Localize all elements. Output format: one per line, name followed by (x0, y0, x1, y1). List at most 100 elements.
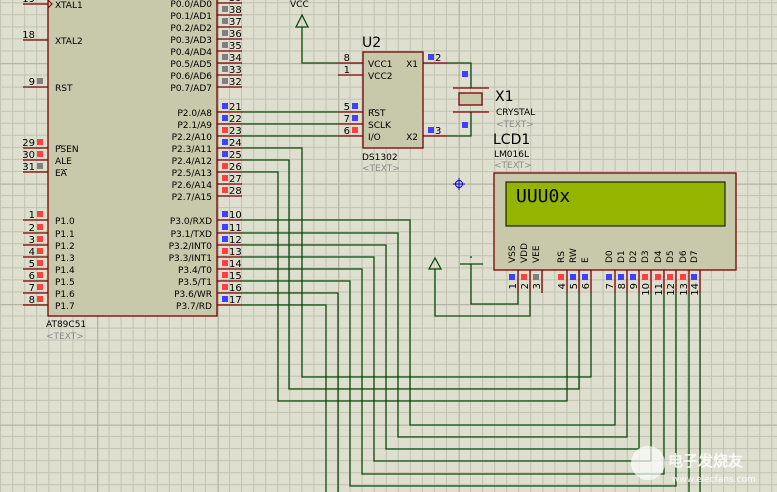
pin-number: 2 (435, 53, 441, 64)
pin-5[interactable]: 5P1.4 (23, 259, 75, 276)
pin-label: XTAL1 (55, 1, 83, 11)
pin-number: 10 (641, 283, 652, 296)
lcd-lm016l[interactable]: LCD1 LM016L <TEXT> UUU0x 1VSS2VDD3VEE4RS… (493, 132, 737, 296)
pin-3[interactable]: 3X2 (406, 126, 447, 143)
logic-probe-low (691, 274, 697, 280)
pin-6[interactable]: 6I/O (338, 126, 381, 143)
lcd-pin-d2[interactable]: 9D2 (629, 250, 640, 293)
logic-probe-low (222, 236, 228, 242)
pin-label: D4 (654, 250, 664, 263)
pin-number: 17 (229, 295, 242, 306)
pin-number: 24 (229, 138, 242, 149)
pin-number: 27 (229, 174, 242, 185)
pin-number: 15 (229, 271, 242, 282)
power-arrow-icon[interactable] (427, 256, 443, 270)
pin-number: 9 (29, 77, 35, 88)
pin-label: P0.7/AD7 (170, 84, 212, 94)
wire-crystal-x1 (447, 62, 472, 88)
lcd-pin-d3[interactable]: 10 D3 (641, 250, 652, 295)
lcd-pin-rw[interactable]: 5RW (569, 248, 580, 293)
pin-number: 4 (557, 283, 568, 289)
lcd-pin-e[interactable]: 6E (581, 257, 592, 293)
pin-1[interactable]: 1P1.0 (23, 210, 75, 227)
pin-number: 26 (229, 162, 242, 173)
ground-icon (460, 256, 483, 265)
pin-3[interactable]: 3P1.2 (23, 235, 75, 252)
pin-19[interactable]: 19XTAL1 (22, 0, 82, 11)
pin-8[interactable]: 8P1.7 (23, 295, 75, 312)
watermark-url: www.elecfans.com (672, 475, 756, 485)
pin-39[interactable]: 39P0.0/AD0 (170, 0, 242, 10)
pin-number: 1 (508, 283, 519, 289)
pin-label: P3.7/RD (176, 302, 212, 312)
ground-terminal[interactable] (460, 256, 483, 265)
pin-number: 30 (22, 150, 35, 161)
pin-2[interactable]: 2P1.1 (23, 223, 75, 240)
lcd-ref: LCD1 (493, 132, 530, 148)
pin-number: 11 (654, 283, 665, 296)
pin-4[interactable]: 4P1.3 (23, 247, 75, 264)
logic-probe-float (222, 78, 228, 84)
lcd-pin-d1[interactable]: 8D1 (617, 250, 628, 293)
logic-probe-low (222, 139, 228, 145)
pin-label: D1 (617, 250, 627, 263)
pin-label: P2.3/A11 (172, 145, 212, 155)
lcd-pin-rs[interactable]: 4RS (557, 251, 568, 293)
pin-number: 6 (29, 271, 35, 282)
logic-probe-low (462, 71, 468, 77)
mcu-at89c51[interactable]: AT89C51 <TEXT> 19XTAL118XTAL29RST29PSEN3… (22, 0, 242, 342)
pin-7[interactable]: 7P1.6 (23, 283, 75, 300)
pin-label: P1.6 (55, 290, 75, 300)
lcd-pin-d4[interactable]: 11 D4 (654, 250, 665, 296)
pin-label: P3.2/INT0 (169, 242, 213, 252)
pin-6[interactable]: 6P1.5 (23, 271, 75, 288)
lcd-pin-d0[interactable]: 7D0 (605, 250, 616, 293)
pin-label: D3 (641, 250, 651, 263)
vcc-terminal[interactable]: VCC (290, 0, 310, 28)
pin-2[interactable]: 2X1 (406, 53, 447, 70)
pin-label: P2.7/A15 (172, 193, 212, 203)
crystal-x1[interactable]: X1 CRYSTAL <TEXT> (453, 71, 535, 130)
rtc-ds1302[interactable]: U2 DS1302 <TEXT> 8VCC11VCC25RST7SCLK6I/O… (338, 35, 447, 174)
